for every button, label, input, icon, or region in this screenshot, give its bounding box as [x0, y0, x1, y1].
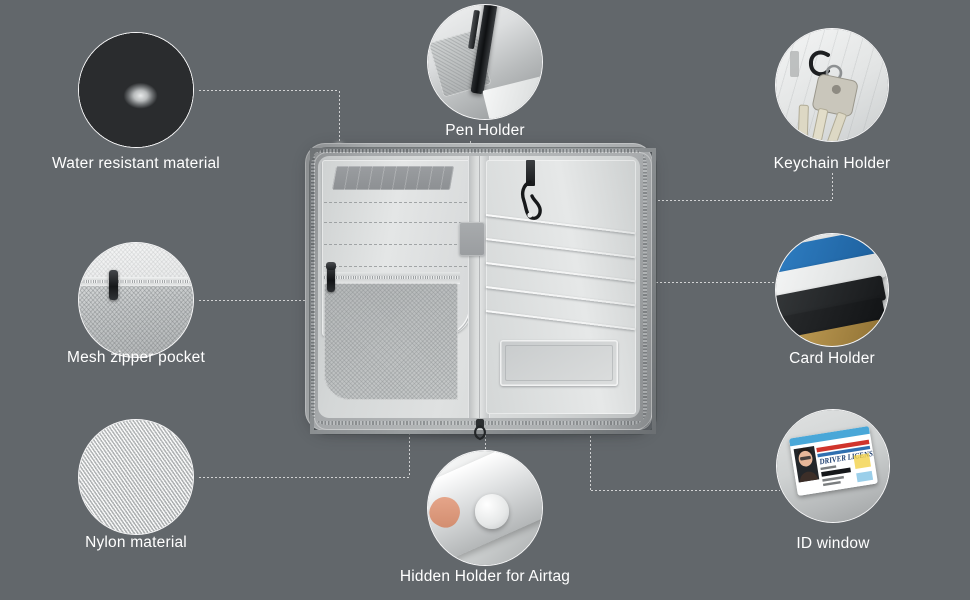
lobster-clasp-icon [520, 180, 542, 221]
connector-id-window-horizontal [590, 490, 780, 491]
wallet-spine [468, 156, 490, 418]
label-mesh-zipper-pocket: Mesh zipper pocket [67, 349, 205, 366]
driver-license-photo: DRIVER LICENSE [777, 410, 889, 522]
mesh-zipper-pocket-on-product [324, 280, 458, 400]
left-seam-4 [324, 266, 470, 267]
thumbnail-water-resistant-material[interactable] [78, 32, 194, 148]
mesh-zipper-tape [79, 277, 193, 287]
connector-keychain-vertical [832, 172, 833, 200]
thumbnail-id-window[interactable]: DRIVER LICENSE [776, 409, 890, 523]
thumbnail-hidden-holder-for-airtag[interactable] [427, 450, 543, 566]
left-seam-1 [324, 202, 470, 203]
wallet-left-panel [322, 160, 472, 414]
label-pen-holder: Pen Holder [445, 122, 525, 139]
left-seam-2 [324, 222, 470, 223]
connector-keychain-horizontal [525, 200, 832, 201]
thumbnail-card-holder[interactable] [775, 233, 889, 347]
mesh-pocket-zipper-slider [326, 262, 336, 292]
label-card-holder: Card Holder [789, 350, 875, 367]
thumbnail-keychain-holder[interactable] [775, 28, 889, 142]
mesh-pocket-texture [79, 243, 193, 357]
credit-cards-photo [776, 234, 888, 346]
label-water-resistant-material: Water resistant material [52, 155, 220, 172]
thumbnail-pen-holder[interactable] [427, 4, 543, 120]
thumbnail-mesh-zipper-pocket[interactable] [78, 242, 194, 358]
velcro-strip [331, 166, 455, 190]
left-seam-3 [324, 244, 470, 245]
id-window-on-product [500, 340, 618, 386]
connector-water-resistant-horizontal [198, 90, 339, 91]
label-keychain-holder: Keychain Holder [773, 155, 891, 172]
label-id-window: ID window [796, 535, 870, 552]
connector-water-resistant-vertical [339, 90, 340, 146]
wallet-interior [318, 156, 640, 418]
pen-card-detail [482, 75, 542, 119]
keys-icon [790, 50, 858, 141]
connector-id-window-vertical [590, 383, 591, 490]
connector-mesh-zipper-horizontal [198, 300, 360, 301]
label-hidden-holder-for-airtag: Hidden Holder for Airtag [399, 568, 571, 585]
pen-in-loop-photo [428, 5, 542, 119]
pen-loop-on-product [459, 222, 485, 256]
airtag-pocket-photo [428, 451, 542, 565]
connector-card-holder-horizontal [591, 282, 781, 283]
water-droplet-fabric-texture [79, 33, 193, 147]
keys-photo [776, 29, 888, 141]
connector-nylon-horizontal [198, 477, 409, 478]
mesh-pocket-zipper-tape [324, 272, 460, 283]
nylon-weave-texture [79, 420, 193, 534]
mesh-zipper-slider-icon [108, 270, 118, 301]
product-open-travel-wallet [305, 143, 656, 441]
wallet-right-panel [485, 160, 636, 414]
thumbnail-nylon-material[interactable] [78, 419, 194, 535]
key-leash-strap [526, 160, 535, 186]
label-nylon-material: Nylon material [85, 534, 187, 551]
wallet-body [305, 143, 656, 434]
driver-license-card: DRIVER LICENSE [788, 426, 878, 497]
main-zipper-pull-icon [474, 419, 486, 441]
license-artwork-icon: DRIVER LICENSE [788, 426, 878, 497]
airtag-disc-detail [474, 494, 509, 529]
